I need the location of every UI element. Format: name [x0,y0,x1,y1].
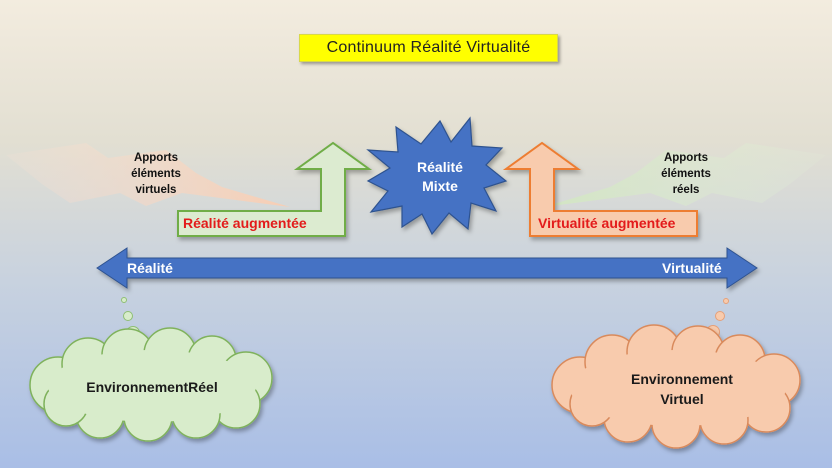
mixed-reality-starburst [366,116,508,236]
virtual-environment-line-1: Environnement [631,371,733,387]
thought-bubble-dot-medium [123,311,133,321]
mixed-reality-line-1: Réalité [417,159,463,175]
right-bolt-label: Apports éléments réels [654,150,718,198]
diagram-title: Continuum Réalité Virtualité [299,34,558,62]
thought-bubble-dot-medium [715,311,725,321]
augmented-virtuality-label: Virtualité augmentée [538,215,676,231]
left-bolt-line-3: virtuels [135,184,177,196]
left-bolt-line-2: éléments [131,168,181,180]
axis-right-label: Virtualité [662,260,722,276]
mixed-reality-label: Réalité Mixte [402,158,478,196]
right-lightning-bolt [544,143,826,207]
virtual-environment-cloud [551,324,801,449]
real-environment-cloud [29,327,273,442]
right-bolt-line-1: Apports [663,152,709,164]
left-lightning-bolt [6,143,290,207]
real-environment-label: EnvironnementRéel [86,379,218,395]
mixed-reality-line-2: Mixte [422,178,458,194]
virtual-environment-line-2: Virtuel [660,391,704,407]
axis-left-label: Réalité [127,260,173,276]
thought-bubble-dot-small [723,298,729,304]
augmented-virtuality-arrow [502,141,698,237]
right-bolt-line-3: réels [672,184,700,196]
thought-bubble-dot-small [121,297,127,303]
right-bolt-line-2: éléments [661,168,711,180]
left-bolt-line-1: Apports [133,152,179,164]
left-bolt-label: Apports éléments virtuels [124,150,188,198]
virtual-environment-label: Environnement Virtuel [612,369,752,409]
augmented-reality-arrow [177,141,373,237]
reality-virtuality-axis [96,247,758,289]
augmented-reality-label: Réalité augmentée [183,215,307,231]
